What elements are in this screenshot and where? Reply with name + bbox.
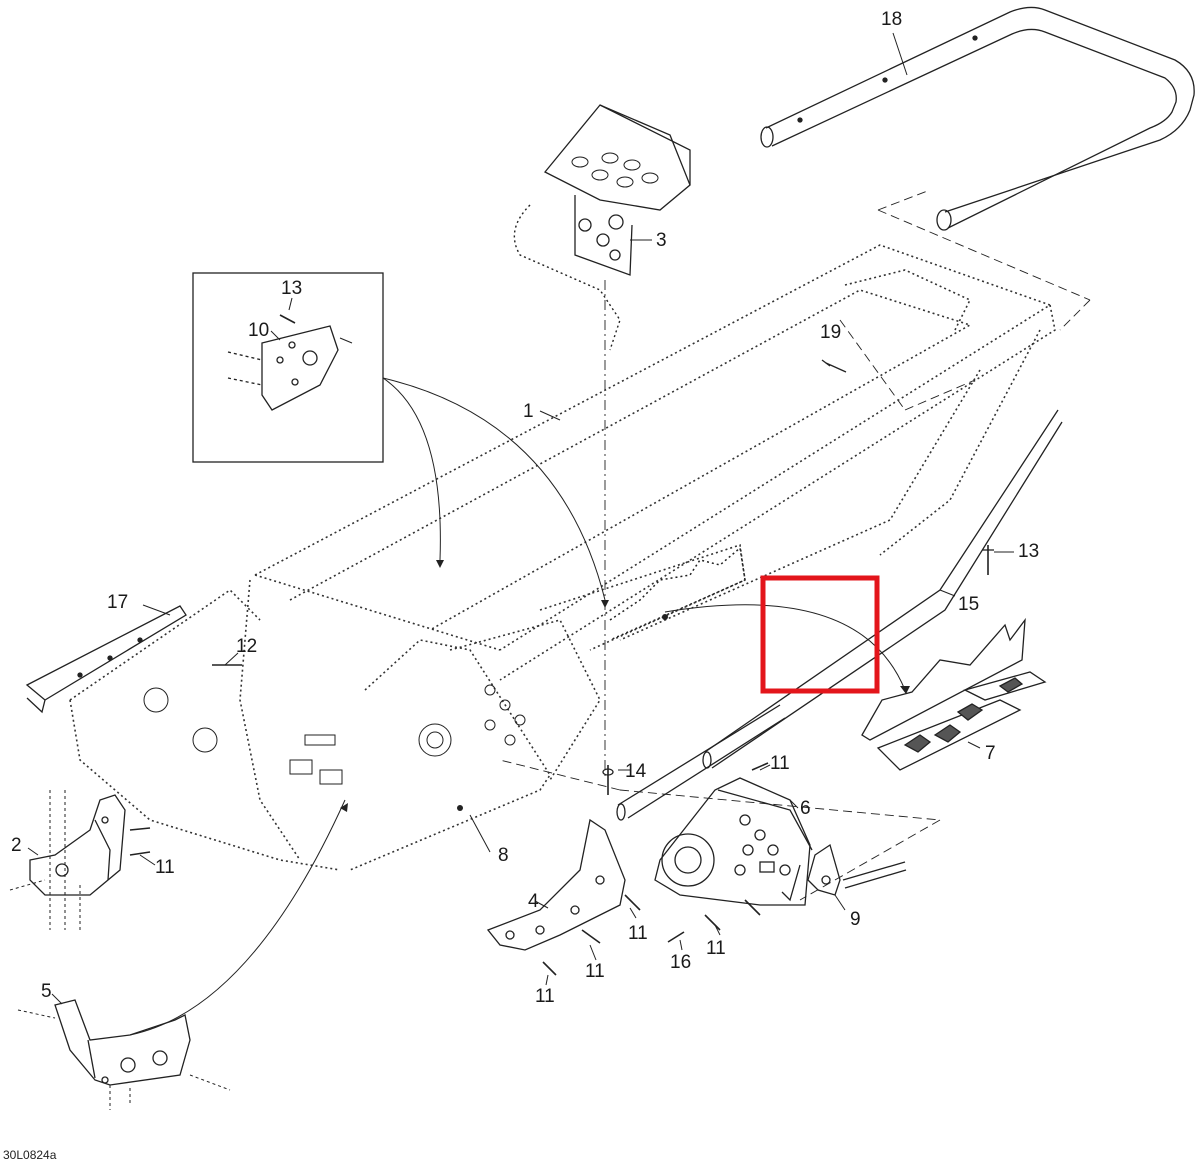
callout-11-c: 11 [628,923,648,944]
ghost-wear-plate [609,546,746,641]
callout-3: 3 [656,230,667,251]
callout-8: 8 [498,845,509,866]
part-3-bracket [543,104,691,276]
part-5-fastener-lines [17,1009,231,1110]
callout-9: 9 [850,909,861,930]
highlight-box [760,575,880,694]
rivets-11 [129,762,769,976]
part-6-gusset [654,777,813,906]
callout-11-f: 11 [535,986,555,1007]
callout-11-e: 11 [585,961,605,982]
projection-lines [499,189,1091,901]
reference-arrows [129,377,906,1036]
callout-10: 10 [248,320,270,341]
leader-lines [27,32,1014,1005]
callout-14: 14 [625,761,647,782]
ghost-bracket-outline [513,204,621,351]
callout-2: 2 [11,835,22,856]
bolt-19 [821,359,847,373]
part-7-wear-plate [861,617,1047,771]
callout-19: 19 [820,322,842,343]
callout-15: 15 [958,594,980,615]
callout-11-b: 11 [155,857,175,878]
part-4-gusset [486,818,626,951]
part-5-bracket [54,999,191,1086]
callout-18: 18 [881,9,903,30]
callout-4: 4 [528,891,539,912]
part-17-reinforcement [25,605,187,714]
callout-12: 12 [236,636,258,657]
tunnel-holes [143,684,526,785]
callout-11-a: 11 [770,753,790,774]
part-2-bracket [29,794,126,896]
callout-1: 1 [523,401,534,422]
callout-11-d: 11 [706,938,726,959]
rivet-14 [602,765,614,795]
callout-17: 17 [107,592,129,613]
detail-inset-box [192,272,384,463]
callout-6: 6 [800,798,811,819]
document-code: 30L0824a [3,1148,57,1162]
part-9-bracket [807,843,907,896]
rivet-13 [982,545,994,575]
part-18-rear-bumper [760,6,1195,231]
callout-5: 5 [41,981,52,1002]
callout-13-inset: 13 [281,278,303,299]
rivet-16 [667,931,685,943]
callout-13: 13 [1018,541,1040,562]
rivet-13-inset [279,314,296,324]
part-1-tunnel [69,244,1056,871]
callout-16: 16 [670,952,692,973]
part-10-plate [227,325,339,411]
callout-7: 7 [985,743,996,764]
part-2-fastener-lines [9,790,81,930]
